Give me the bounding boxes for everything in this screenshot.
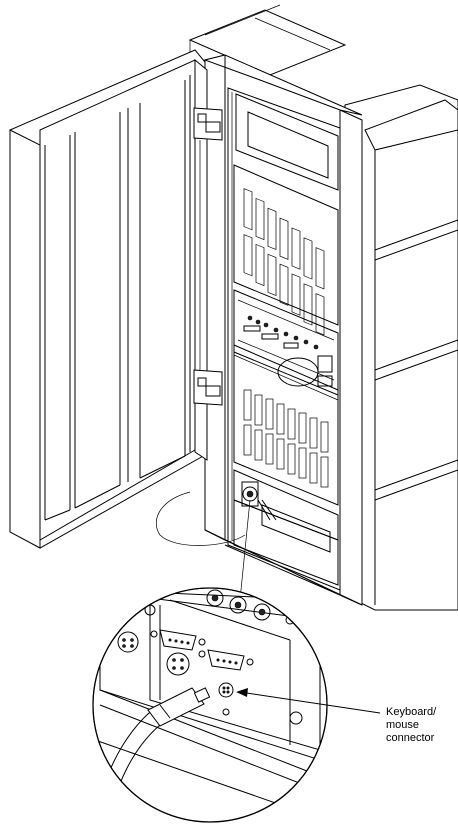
callout-label: Keyboard/ mouse connector <box>386 706 456 745</box>
detail-leader <box>239 499 251 601</box>
io-panel <box>233 289 339 396</box>
open-door <box>9 49 208 549</box>
callout-line-1: Keyboard/ <box>386 706 437 718</box>
callout-line-2: mouse <box>386 719 420 731</box>
top-blank-panel <box>235 93 339 191</box>
lower-card-cage <box>233 344 339 506</box>
callout-line-3: connector <box>386 732 435 744</box>
door-hinges <box>193 107 223 406</box>
detail-magnifier <box>92 587 328 823</box>
callout-arrow <box>236 688 381 714</box>
main-cabinet-frame <box>203 54 363 606</box>
upper-card-cage <box>233 164 339 336</box>
bottom-tray <box>233 469 339 586</box>
door-swing-arc <box>155 491 246 546</box>
